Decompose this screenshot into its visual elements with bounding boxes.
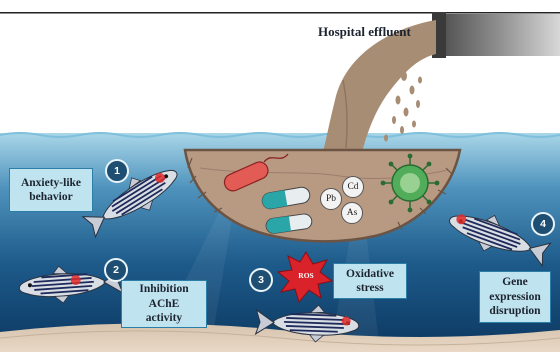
- effect-number-4: 4: [531, 212, 555, 236]
- pipe: [436, 14, 560, 56]
- metal-as: As: [341, 202, 363, 224]
- effect-number-1: 1: [105, 159, 129, 183]
- effect-number-2: 2: [104, 258, 128, 282]
- effect-box-ache: Inhibition AChE activity: [121, 280, 207, 328]
- ros-label: ROS: [290, 271, 322, 280]
- effect-number-3: 3: [249, 268, 273, 292]
- metal-cd: Cd: [342, 176, 364, 198]
- effect-box-oxidative: Oxidative stress: [333, 263, 407, 299]
- metal-pb: Pb: [320, 188, 342, 210]
- effect-box-anxiety: Anxiety-like behavior: [9, 168, 93, 212]
- effect-box-gene-expression: Gene expression disruption: [479, 271, 551, 323]
- hospital-effluent-label: Hospital effluent: [318, 24, 411, 40]
- virus-icon: [381, 154, 440, 213]
